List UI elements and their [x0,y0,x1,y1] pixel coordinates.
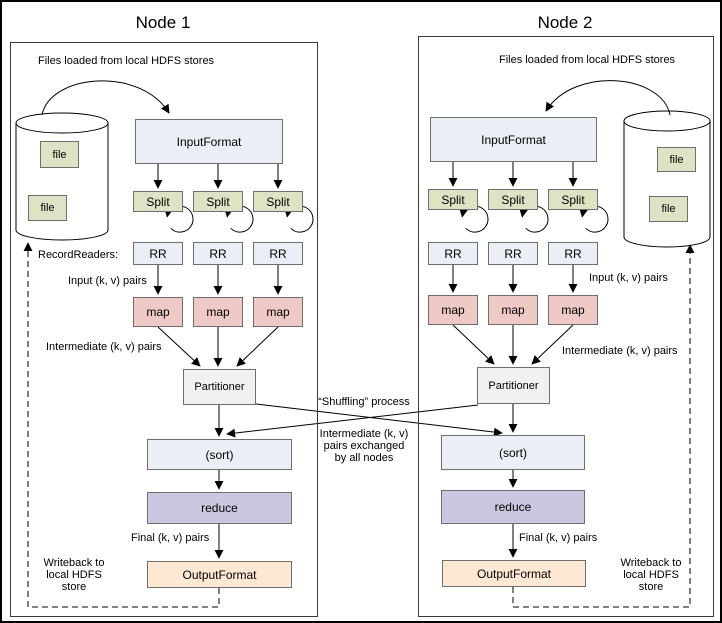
map-box: map [548,295,598,325]
split-box: Split [548,189,598,210]
split-box: Split [488,189,538,210]
intermediate-exchange-label: Intermediate (k, v) pairs exchanged by a… [319,428,409,464]
reduce-box-node1: reduce [147,492,292,524]
arrow-map1-partitioner-node1 [157,326,201,367]
rr-box: RR [193,242,243,265]
reduce-box-node2: reduce [441,490,585,524]
node1-frame [10,42,318,617]
split-box: Split [133,191,183,212]
map-box: map [193,297,243,327]
files-loaded-label-node2: Files loaded from local HDFS stores [499,54,676,66]
final-pairs-label-node2: Final (k, v) pairs [519,532,598,544]
input-pairs-label-node1: Input (k, v) pairs [68,275,147,287]
split-box: Split [428,189,478,210]
final-pairs-label-node1: Final (k, v) pairs [131,532,210,544]
rr-box: RR [253,242,303,265]
intermediate-pairs-label-node1: Intermediate (k, v) pairs [46,341,162,353]
sort-box-node1: (sort) [147,439,292,470]
file-box: file [657,147,696,172]
node2-title: Node 2 [537,13,593,32]
rr-box: RR [548,242,598,265]
inputformat-box-node1: InputFormat [135,119,283,164]
arrow-map3-partitioner-node1 [236,326,279,367]
files-loaded-label-node1: Files loaded from local HDFS stores [38,55,215,67]
rr-box: RR [133,242,183,265]
rr-box: RR [488,242,538,265]
partitioner-box-node2: Partitioner [477,367,550,404]
partitioner-box-node1: Partitioner [183,369,256,405]
input-pairs-label-node2: Input (k, v) pairs [589,272,668,284]
map-box: map [488,295,538,325]
shuffle-arrow-node1-to-node2 [255,403,503,437]
files-load-arc-node2 [545,80,671,116]
split-box: Split [253,191,303,212]
map-box: map [428,295,478,325]
writeback-label-node1: Writeback to local HDFS store [43,557,105,593]
writeback-dashed-path-node2 [512,244,695,608]
arrow-map1-partitioner-node2 [452,324,495,365]
rr-box: RR [428,242,478,265]
outputformat-box-node2: OutputFormat [442,560,586,587]
file-box: file [28,195,67,221]
writeback-dashed-path-node1 [23,242,220,608]
sort-box-node2: (sort) [441,435,585,470]
file-box: file [40,141,79,168]
outputformat-box-node1: OutputFormat [147,561,292,588]
intermediate-pairs-label-node2: Intermediate (k, v) pairs [562,345,678,357]
shuffling-process-label: “Shuffling” process [318,396,410,408]
files-load-arc-node1 [41,80,170,116]
node1-title: Node 1 [135,13,191,32]
file-box: file [649,196,688,222]
split-box: Split [193,191,243,212]
shuffle-arrow-node2-to-node1 [226,404,479,438]
inputformat-box-node2: InputFormat [430,117,597,162]
recordreaders-label-node1: RecordReaders: [38,249,119,261]
map-box: map [253,297,303,327]
map-box: map [133,297,183,327]
node2-frame [418,36,714,617]
writeback-label-node2: Writeback to local HDFS store [620,557,682,593]
arrow-map3-partitioner-node2 [531,324,574,365]
